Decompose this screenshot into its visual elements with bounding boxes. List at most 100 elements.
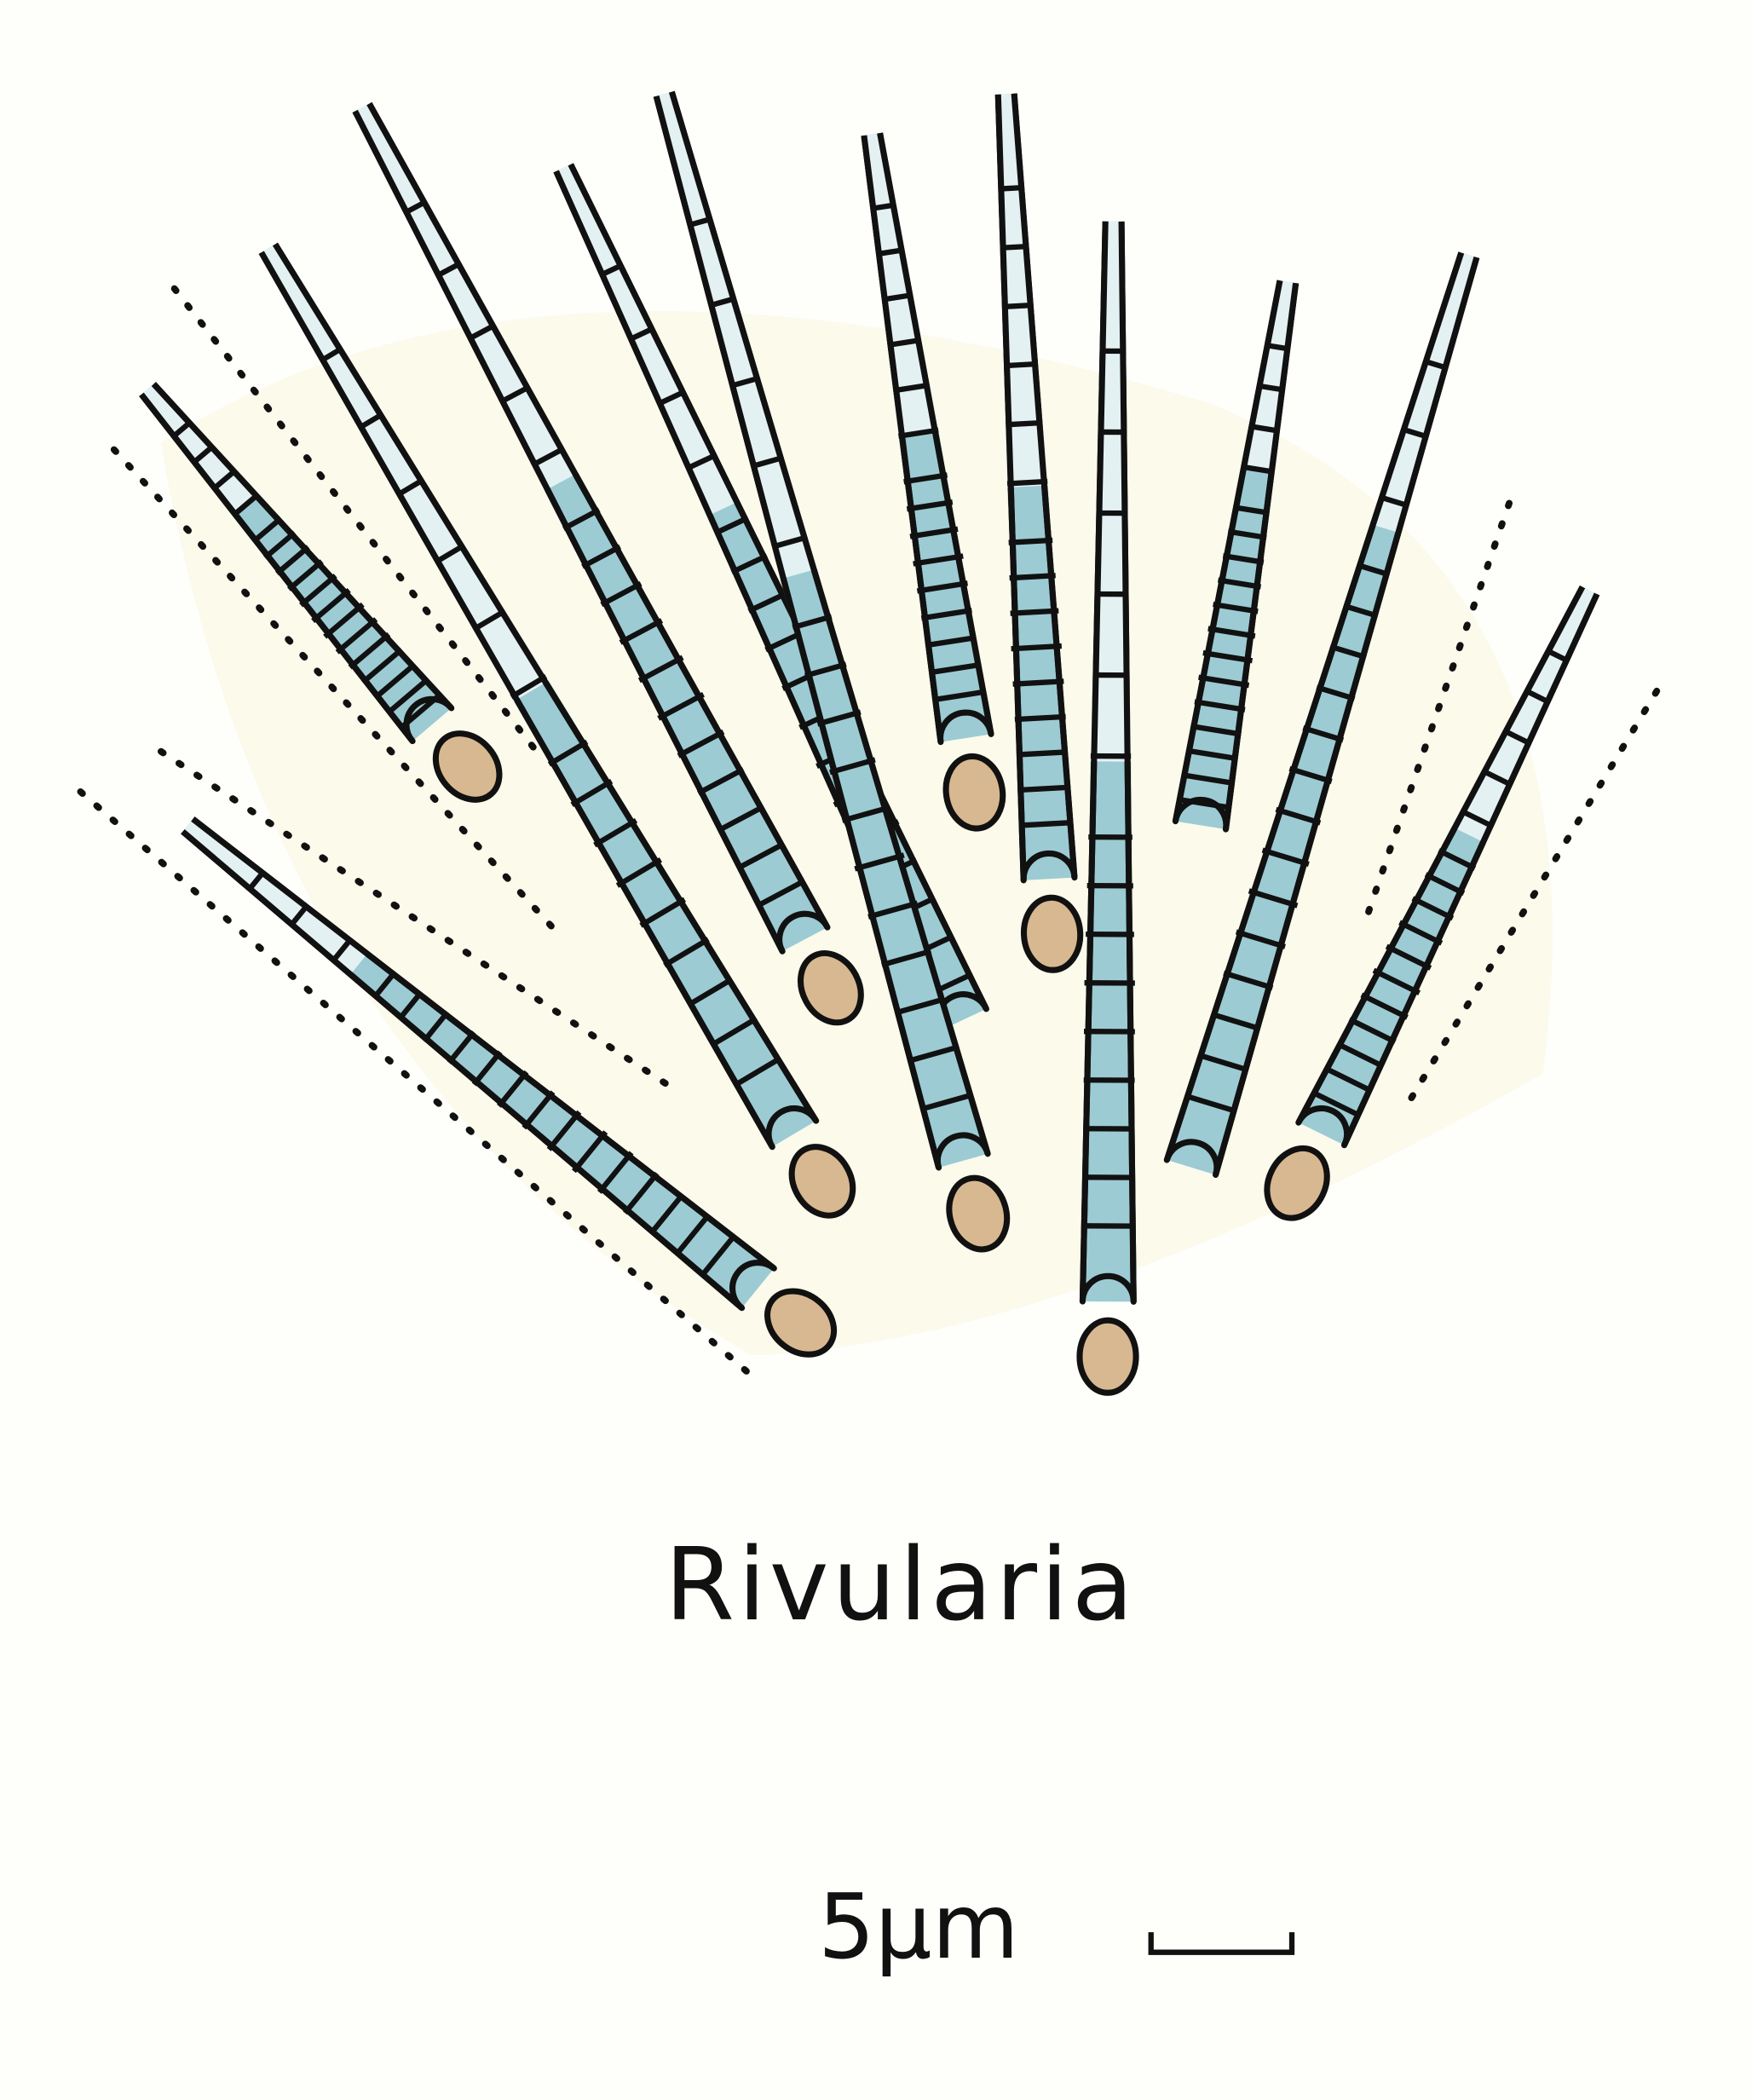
cell-wall: [262, 530, 297, 560]
cell-wall: [546, 1110, 582, 1151]
cell-wall: [562, 507, 601, 532]
filament: [1172, 280, 1300, 833]
cell-wall: [1202, 649, 1253, 664]
cell-wall: [1227, 528, 1267, 540]
cell-wall: [510, 673, 548, 700]
cell-wall: [757, 879, 804, 909]
cell-wall: [1481, 768, 1513, 788]
sheath-dotted-line: [1398, 687, 1661, 1117]
cell-wall: [171, 420, 193, 439]
cell-wall: [288, 903, 309, 927]
cell-wall: [674, 1213, 711, 1257]
cell-wall: [1316, 684, 1356, 701]
cell-wall: [581, 544, 622, 569]
cell-wall: [713, 515, 750, 536]
cell-wall: [1222, 552, 1265, 565]
cell-wall: [771, 534, 809, 550]
cell-wall: [372, 970, 397, 1000]
filament: [861, 132, 1006, 832]
cell-wall: [1261, 847, 1310, 868]
cell-wall: [717, 804, 765, 834]
cell-wall: [499, 384, 531, 405]
cell-wall: [1411, 896, 1455, 921]
heterocyst: [1020, 894, 1084, 973]
cell-wall: [399, 692, 442, 730]
cell-wall: [447, 1030, 476, 1065]
cell-wall: [916, 580, 968, 594]
cell-wall: [1401, 426, 1428, 440]
cell-wall: [920, 608, 972, 621]
cell-wall: [274, 545, 310, 576]
cell-wall: [710, 1016, 758, 1047]
cell-wall: [323, 602, 365, 639]
cell-wall: [1398, 920, 1444, 946]
cell-wall: [320, 346, 343, 363]
filament-upper-cells: [1370, 252, 1477, 534]
filament: [258, 242, 856, 1219]
cell-wall: [1424, 872, 1466, 896]
cell-wall: [1009, 573, 1056, 581]
cell-wall: [872, 202, 895, 211]
filament-upper-cells: [1451, 586, 1597, 844]
cell-wall: [816, 709, 862, 727]
cell-wall: [1011, 643, 1062, 652]
cell-wall: [1360, 992, 1409, 1020]
cell-wall: [358, 412, 383, 430]
cell-wall: [696, 766, 745, 796]
cell-wall: [729, 375, 760, 389]
cell-wall: [880, 948, 932, 968]
cell-wall: [619, 618, 664, 645]
cell-wall: [1438, 848, 1477, 871]
cell-wall: [1210, 1011, 1261, 1032]
filament: [352, 101, 864, 1026]
cell-wall: [882, 292, 913, 303]
cell-wall: [1197, 1052, 1248, 1073]
cell-wall: [663, 937, 710, 968]
filament-upper-cells: [141, 384, 260, 518]
cell-wall: [596, 1151, 634, 1194]
cell-wall: [251, 516, 283, 545]
filament-upper-cells: [182, 818, 369, 977]
cell-wall: [396, 477, 424, 498]
cell-wall: [360, 647, 404, 685]
cell-wall: [925, 634, 977, 649]
cell-wall: [1006, 478, 1048, 487]
cell-wall: [854, 852, 905, 872]
cell-wall: [1001, 243, 1028, 251]
heterocyst: [432, 730, 503, 803]
heterocyst: [1076, 1317, 1139, 1396]
cell-wall: [1311, 1090, 1361, 1118]
cell-wall: [700, 1234, 736, 1278]
cell-wall: [373, 662, 417, 700]
cell-wall: [1329, 643, 1367, 661]
cell-wall: [628, 326, 654, 343]
cell-wall: [570, 778, 614, 807]
cell-wall: [648, 1192, 685, 1236]
cell-wall: [1248, 888, 1299, 909]
cell-wall: [903, 472, 948, 485]
scale-bar: [1148, 1932, 1295, 1955]
cell-wall: [467, 322, 496, 342]
cell-wall: [1008, 537, 1053, 545]
cell-wall: [685, 452, 718, 471]
cell-wall: [1348, 1017, 1397, 1045]
cell-wall: [422, 1010, 450, 1043]
cell-wall: [471, 609, 507, 632]
cell-wall: [1179, 796, 1230, 811]
cell-wall: [1207, 626, 1256, 639]
cell-wall: [1010, 608, 1059, 616]
cell-wall: [1546, 648, 1569, 663]
cell-wall: [1002, 302, 1033, 310]
cell-wall: [1186, 747, 1238, 762]
cell-wall: [1275, 806, 1322, 826]
cell-wall: [1524, 688, 1550, 705]
cell-wall: [600, 262, 623, 278]
filament: [139, 382, 503, 803]
cell-wall: [247, 870, 266, 891]
cell-wall: [522, 1090, 556, 1130]
cell-wall: [1336, 1041, 1385, 1070]
cell-wall: [734, 1056, 781, 1088]
sheath-dotted-lines: [77, 285, 1661, 1379]
